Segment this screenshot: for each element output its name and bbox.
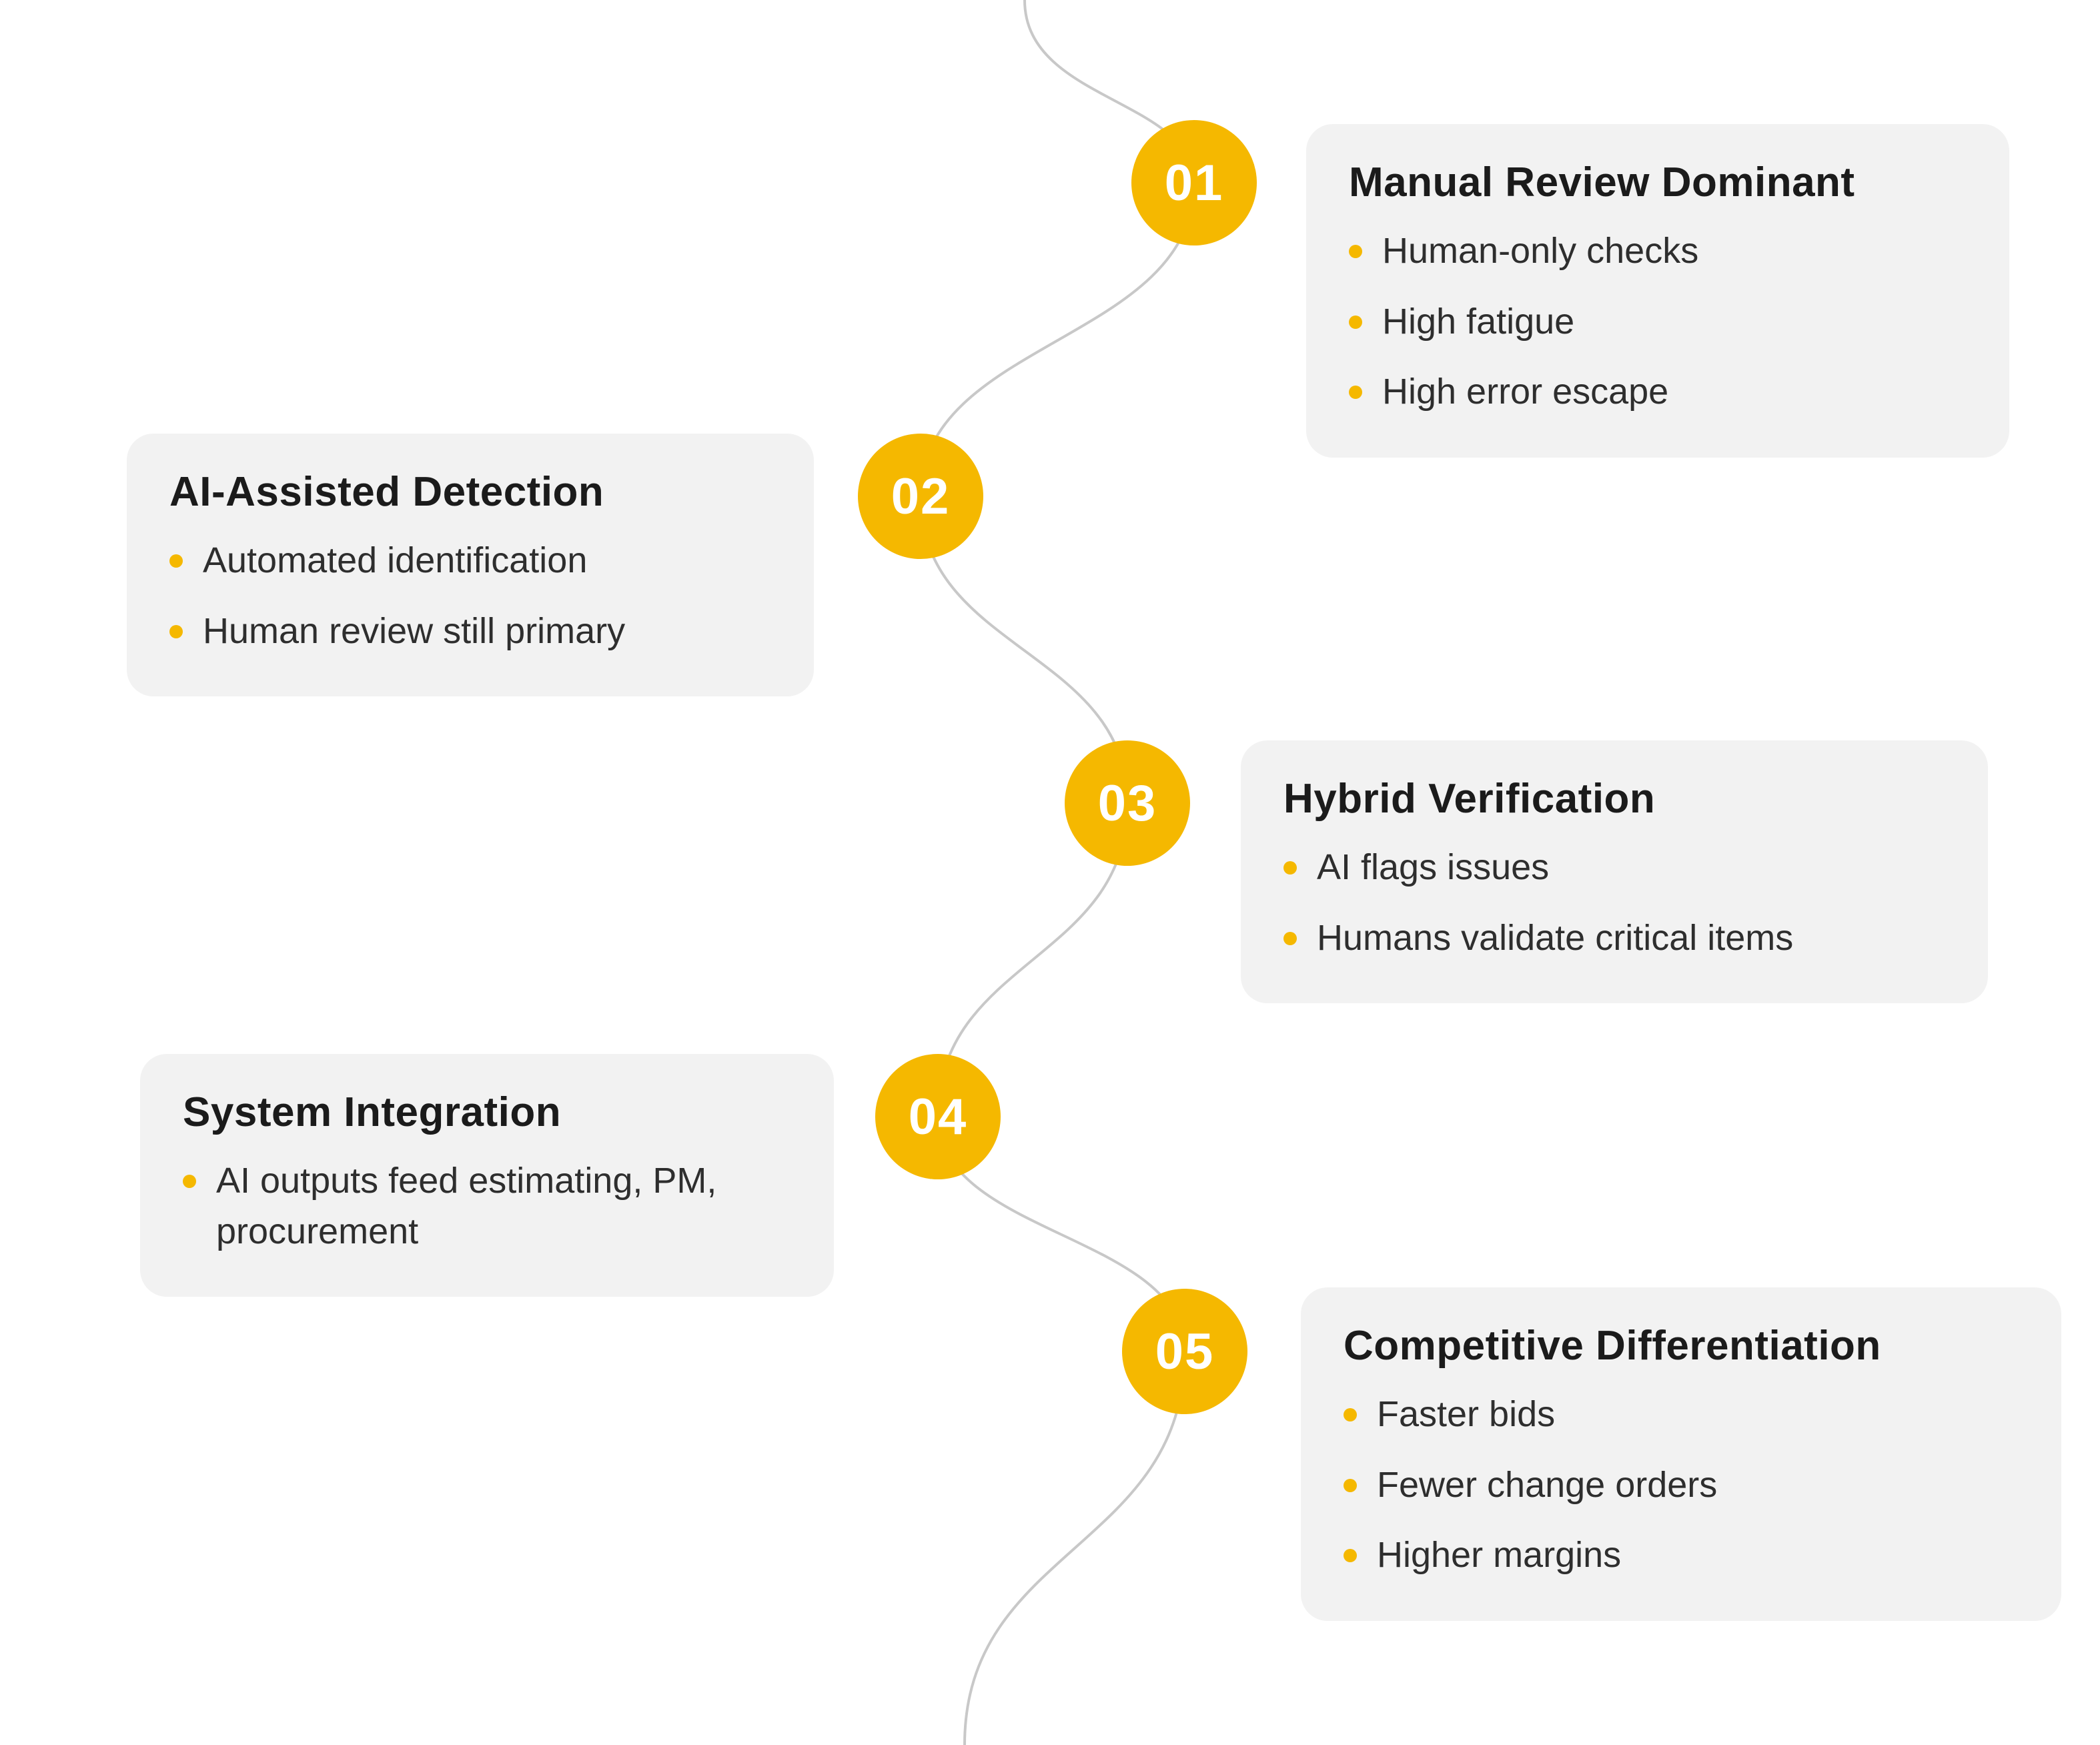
bullet-text: Human review still primary — [203, 610, 626, 651]
connector-path — [919, 0, 1196, 1745]
bullet-item: Fewer change orders — [1344, 1460, 2019, 1511]
bullet-text: Higher margins — [1377, 1535, 1622, 1576]
bullet-text: Automated identification — [203, 540, 588, 581]
step-5-number-badge: 05 — [1122, 1289, 1247, 1414]
bullet-text: Faster bids — [1377, 1394, 1556, 1435]
step-1-number: 01 — [1164, 154, 1224, 211]
step-4-bullet-list: AI outputs feed estimating, PM, procurem… — [183, 1156, 791, 1257]
step-1-card: Manual Review Dominant Human-only checks… — [1306, 124, 2009, 458]
step-5-number: 05 — [1155, 1323, 1215, 1380]
bullet-text: Human-only checks — [1382, 231, 1699, 271]
bullet-text: Humans validate critical items — [1317, 917, 1794, 958]
step-3-title: Hybrid Verification — [1283, 776, 1656, 822]
step-1-title: Manual Review Dominant — [1349, 159, 1855, 205]
bullet-dot-icon — [183, 1175, 196, 1189]
bullet-item: High fatigue — [1349, 297, 1967, 348]
bullet-text: AI outputs feed estimating, PM, procurem… — [216, 1161, 717, 1251]
step-5-bullet-list: Faster bids Fewer change orders Higher m… — [1344, 1389, 2019, 1581]
step-2-number: 02 — [891, 468, 951, 525]
bullet-text: AI flags issues — [1317, 847, 1550, 888]
bullet-item: Automated identification — [169, 536, 771, 586]
bullet-dot-icon — [1349, 386, 1362, 400]
bullet-item: Human review still primary — [169, 606, 771, 657]
bullet-item: Higher margins — [1344, 1530, 2019, 1581]
bullet-dot-icon — [1344, 1408, 1357, 1422]
step-4-number-badge: 04 — [875, 1054, 1001, 1179]
step-2-number-badge: 02 — [858, 434, 983, 559]
step-3-card: Hybrid Verification AI flags issues Huma… — [1241, 740, 1988, 1004]
step-4-title: System Integration — [183, 1089, 562, 1135]
step-3-number: 03 — [1097, 774, 1157, 832]
step-1-number-badge: 01 — [1131, 120, 1257, 245]
bullet-item: AI flags issues — [1283, 842, 1945, 893]
bullet-dot-icon — [169, 554, 183, 568]
bullet-dot-icon — [169, 624, 183, 638]
bullet-item: High error escape — [1349, 367, 1967, 418]
bullet-item: AI outputs feed estimating, PM, procurem… — [183, 1156, 791, 1257]
step-5-title: Competitive Differentiation — [1344, 1323, 1881, 1369]
step-4-number: 04 — [908, 1088, 968, 1145]
step-2-title: AI-Assisted Detection — [169, 469, 604, 515]
step-5-card: Competitive Differentiation Faster bids … — [1301, 1287, 2061, 1622]
bullet-dot-icon — [1344, 1549, 1357, 1563]
step-3-bullet-list: AI flags issues Humans validate critical… — [1283, 842, 1945, 963]
bullet-text: High fatigue — [1382, 301, 1575, 342]
bullet-text: High error escape — [1382, 372, 1669, 412]
step-2-bullet-list: Automated identification Human review st… — [169, 536, 771, 656]
step-3-number-badge: 03 — [1065, 740, 1190, 866]
step-1-bullet-list: Human-only checks High fatigue High erro… — [1349, 226, 1967, 418]
bullet-dot-icon — [1344, 1478, 1357, 1492]
step-2-card: AI-Assisted Detection Automated identifi… — [127, 434, 814, 697]
bullet-item: Faster bids — [1344, 1389, 2019, 1440]
bullet-text: Fewer change orders — [1377, 1464, 1718, 1505]
bullet-dot-icon — [1349, 315, 1362, 329]
bullet-item: Human-only checks — [1349, 226, 1967, 277]
bullet-dot-icon — [1283, 931, 1297, 945]
bullet-dot-icon — [1283, 861, 1297, 875]
step-4-card: System Integration AI outputs feed estim… — [140, 1054, 834, 1297]
bullet-dot-icon — [1349, 245, 1362, 259]
bullet-item: Humans validate critical items — [1283, 913, 1945, 964]
